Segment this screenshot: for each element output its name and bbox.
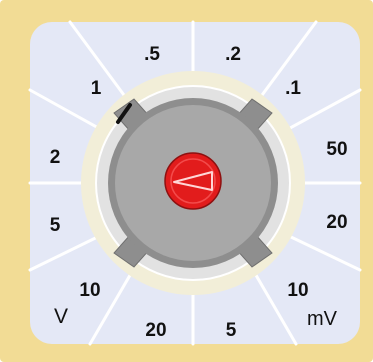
- label-1v: 1: [91, 78, 102, 99]
- label-2v: 2: [50, 147, 61, 168]
- label-20mv: 20: [326, 212, 347, 233]
- label-5mv: 5: [226, 320, 237, 341]
- unit-millivolts-label: mV: [307, 308, 338, 330]
- label-100mv: .1: [285, 78, 301, 99]
- unit-volts-label: V: [54, 305, 68, 328]
- label-10mv: 10: [287, 280, 308, 301]
- label-200mv: .2: [225, 44, 241, 65]
- label-500mv: .5: [144, 44, 160, 65]
- label-20v: 20: [145, 320, 166, 341]
- label-50mv: 50: [326, 139, 347, 160]
- label-10v: 10: [79, 280, 100, 301]
- label-5v: 5: [50, 215, 61, 236]
